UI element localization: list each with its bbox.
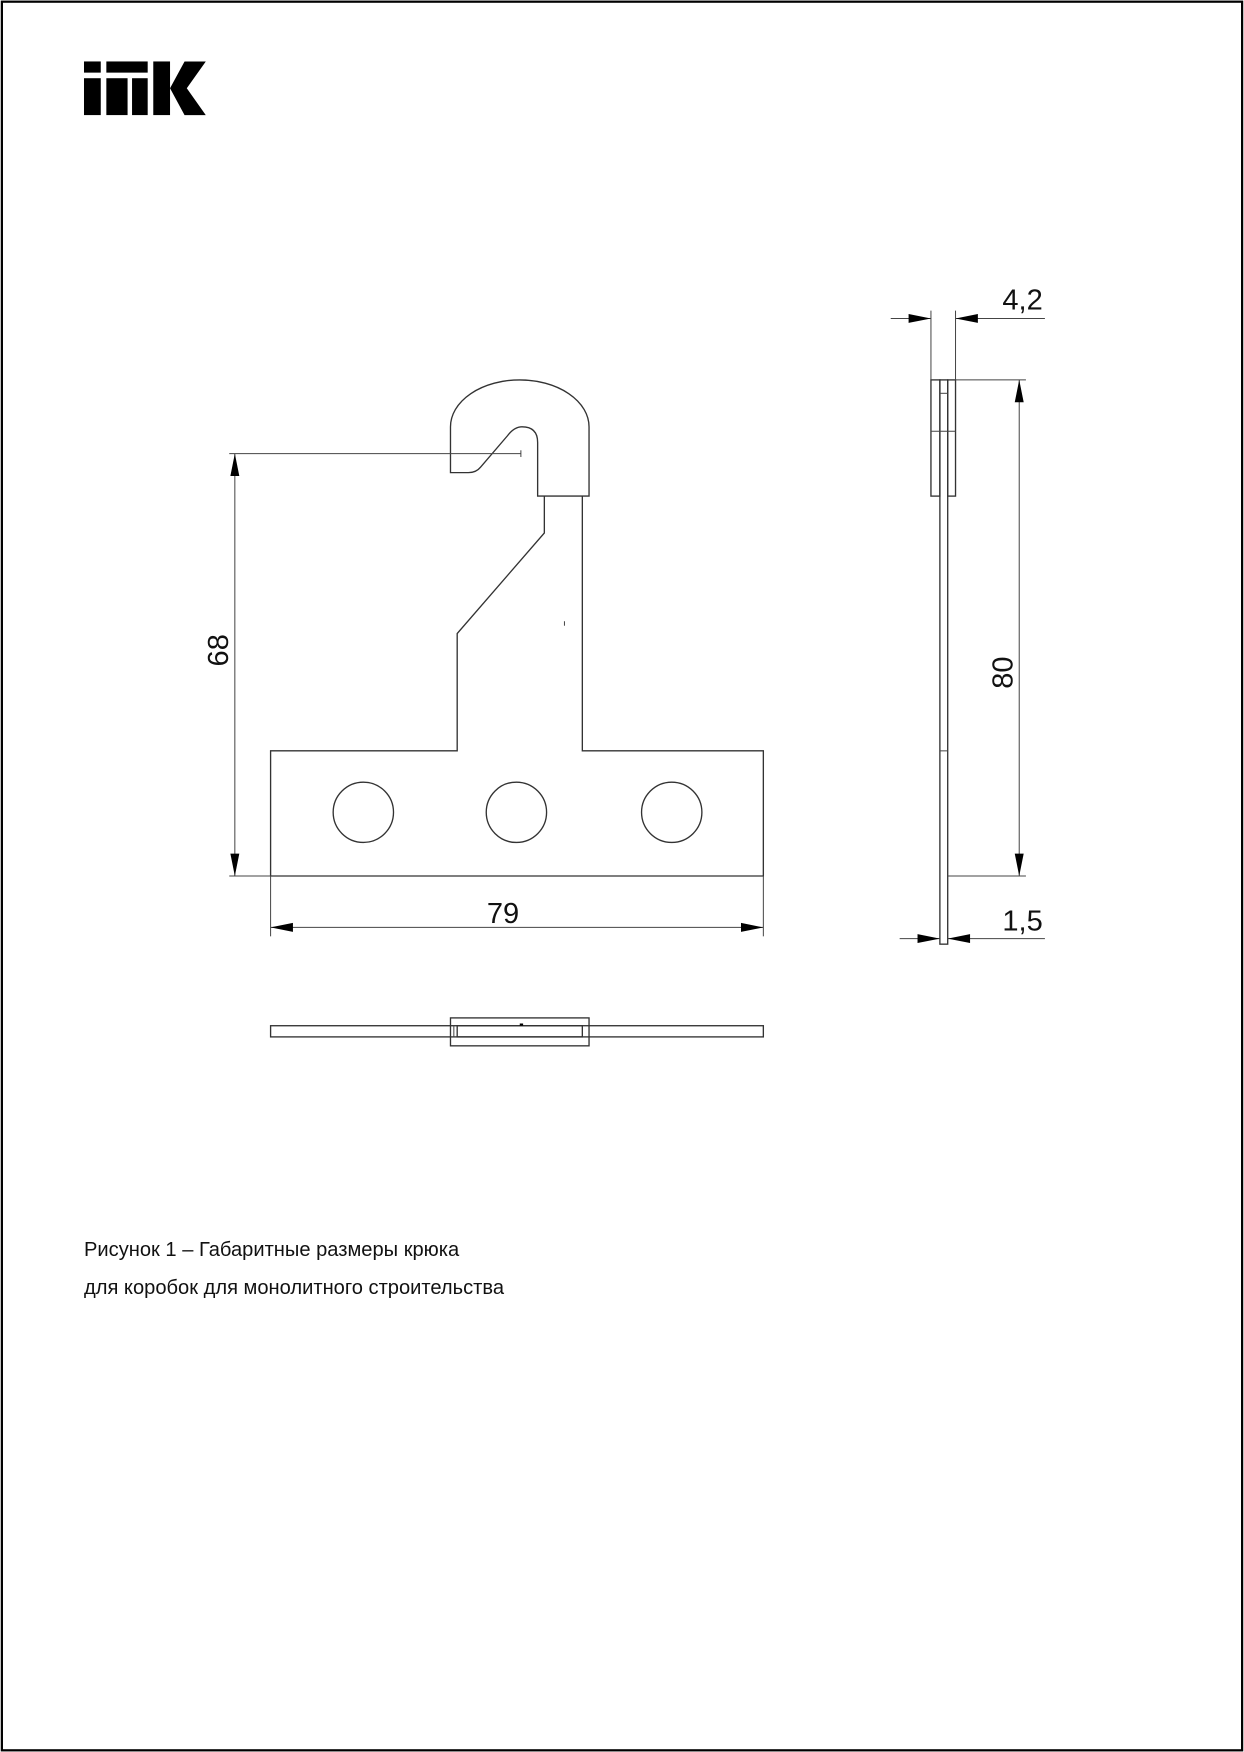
dimension-label-80: 80 [988, 656, 1020, 688]
mounting-hole [640, 781, 703, 844]
dimension-1-5: 1,5 [899, 906, 1045, 944]
iek-logo [83, 61, 206, 116]
figure-caption-line-2: для коробок для монолитного строительств… [84, 1277, 505, 1299]
dimension-label-4-2: 4,2 [1002, 285, 1042, 317]
front-view [269, 379, 765, 877]
dimension-80: 80 [947, 379, 1026, 877]
top-view [269, 1017, 765, 1047]
dimension-label-79: 79 [487, 898, 519, 930]
dimension-4-2: 4,2 [890, 285, 1045, 380]
dimension-label-1-5: 1,5 [1002, 906, 1042, 938]
dimension-79: 79 [270, 876, 764, 937]
side-view [930, 379, 957, 945]
mounting-hole [485, 781, 548, 844]
dimension-label-68: 68 [203, 634, 235, 666]
figure-caption-line-1: Рисунок 1 – Габаритные размеры крюка [84, 1239, 460, 1261]
mounting-hole [332, 781, 395, 844]
dimension-68: 68 [203, 453, 521, 877]
